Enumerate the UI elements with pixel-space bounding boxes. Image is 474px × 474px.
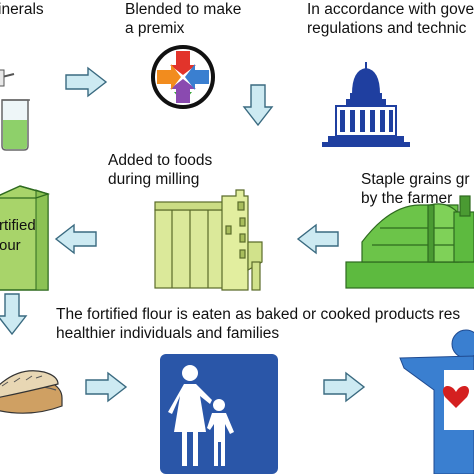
caption-minerals: inerals — [0, 1, 44, 18]
caption-eaten: The fortified flour is eaten as baked or… — [56, 306, 461, 342]
arrow-down-to-bread — [0, 293, 27, 335]
caption-farmer: Staple grains gr by the farmer — [361, 171, 470, 207]
caption-milling: Added to foods during milling — [108, 152, 213, 188]
caption-regulations: In accordance with gove regulations and … — [307, 1, 474, 37]
healthy-person-icon — [399, 329, 474, 474]
grain-mill-icon — [154, 189, 263, 291]
farm-barn-icon — [345, 195, 474, 289]
arrow-to-premix — [65, 67, 107, 97]
capitol-building-icon — [322, 62, 410, 147]
arrow-family-to-person — [323, 372, 365, 402]
arrow-down-to-milling — [243, 84, 273, 126]
sandwich-icon — [0, 370, 63, 414]
arrow-mill-to-flour — [55, 224, 97, 254]
premix-arrows-icon — [151, 45, 215, 109]
arrow-farm-to-mill — [297, 224, 339, 254]
caption-premix: Blended to make a premix — [125, 1, 242, 37]
flour-bag-label: rtified our — [0, 217, 36, 254]
beaker-icon — [0, 69, 30, 151]
parent-child-sign-icon — [160, 354, 278, 474]
flour-bag-icon — [0, 185, 51, 291]
arrow-bread-to-family — [85, 372, 127, 402]
